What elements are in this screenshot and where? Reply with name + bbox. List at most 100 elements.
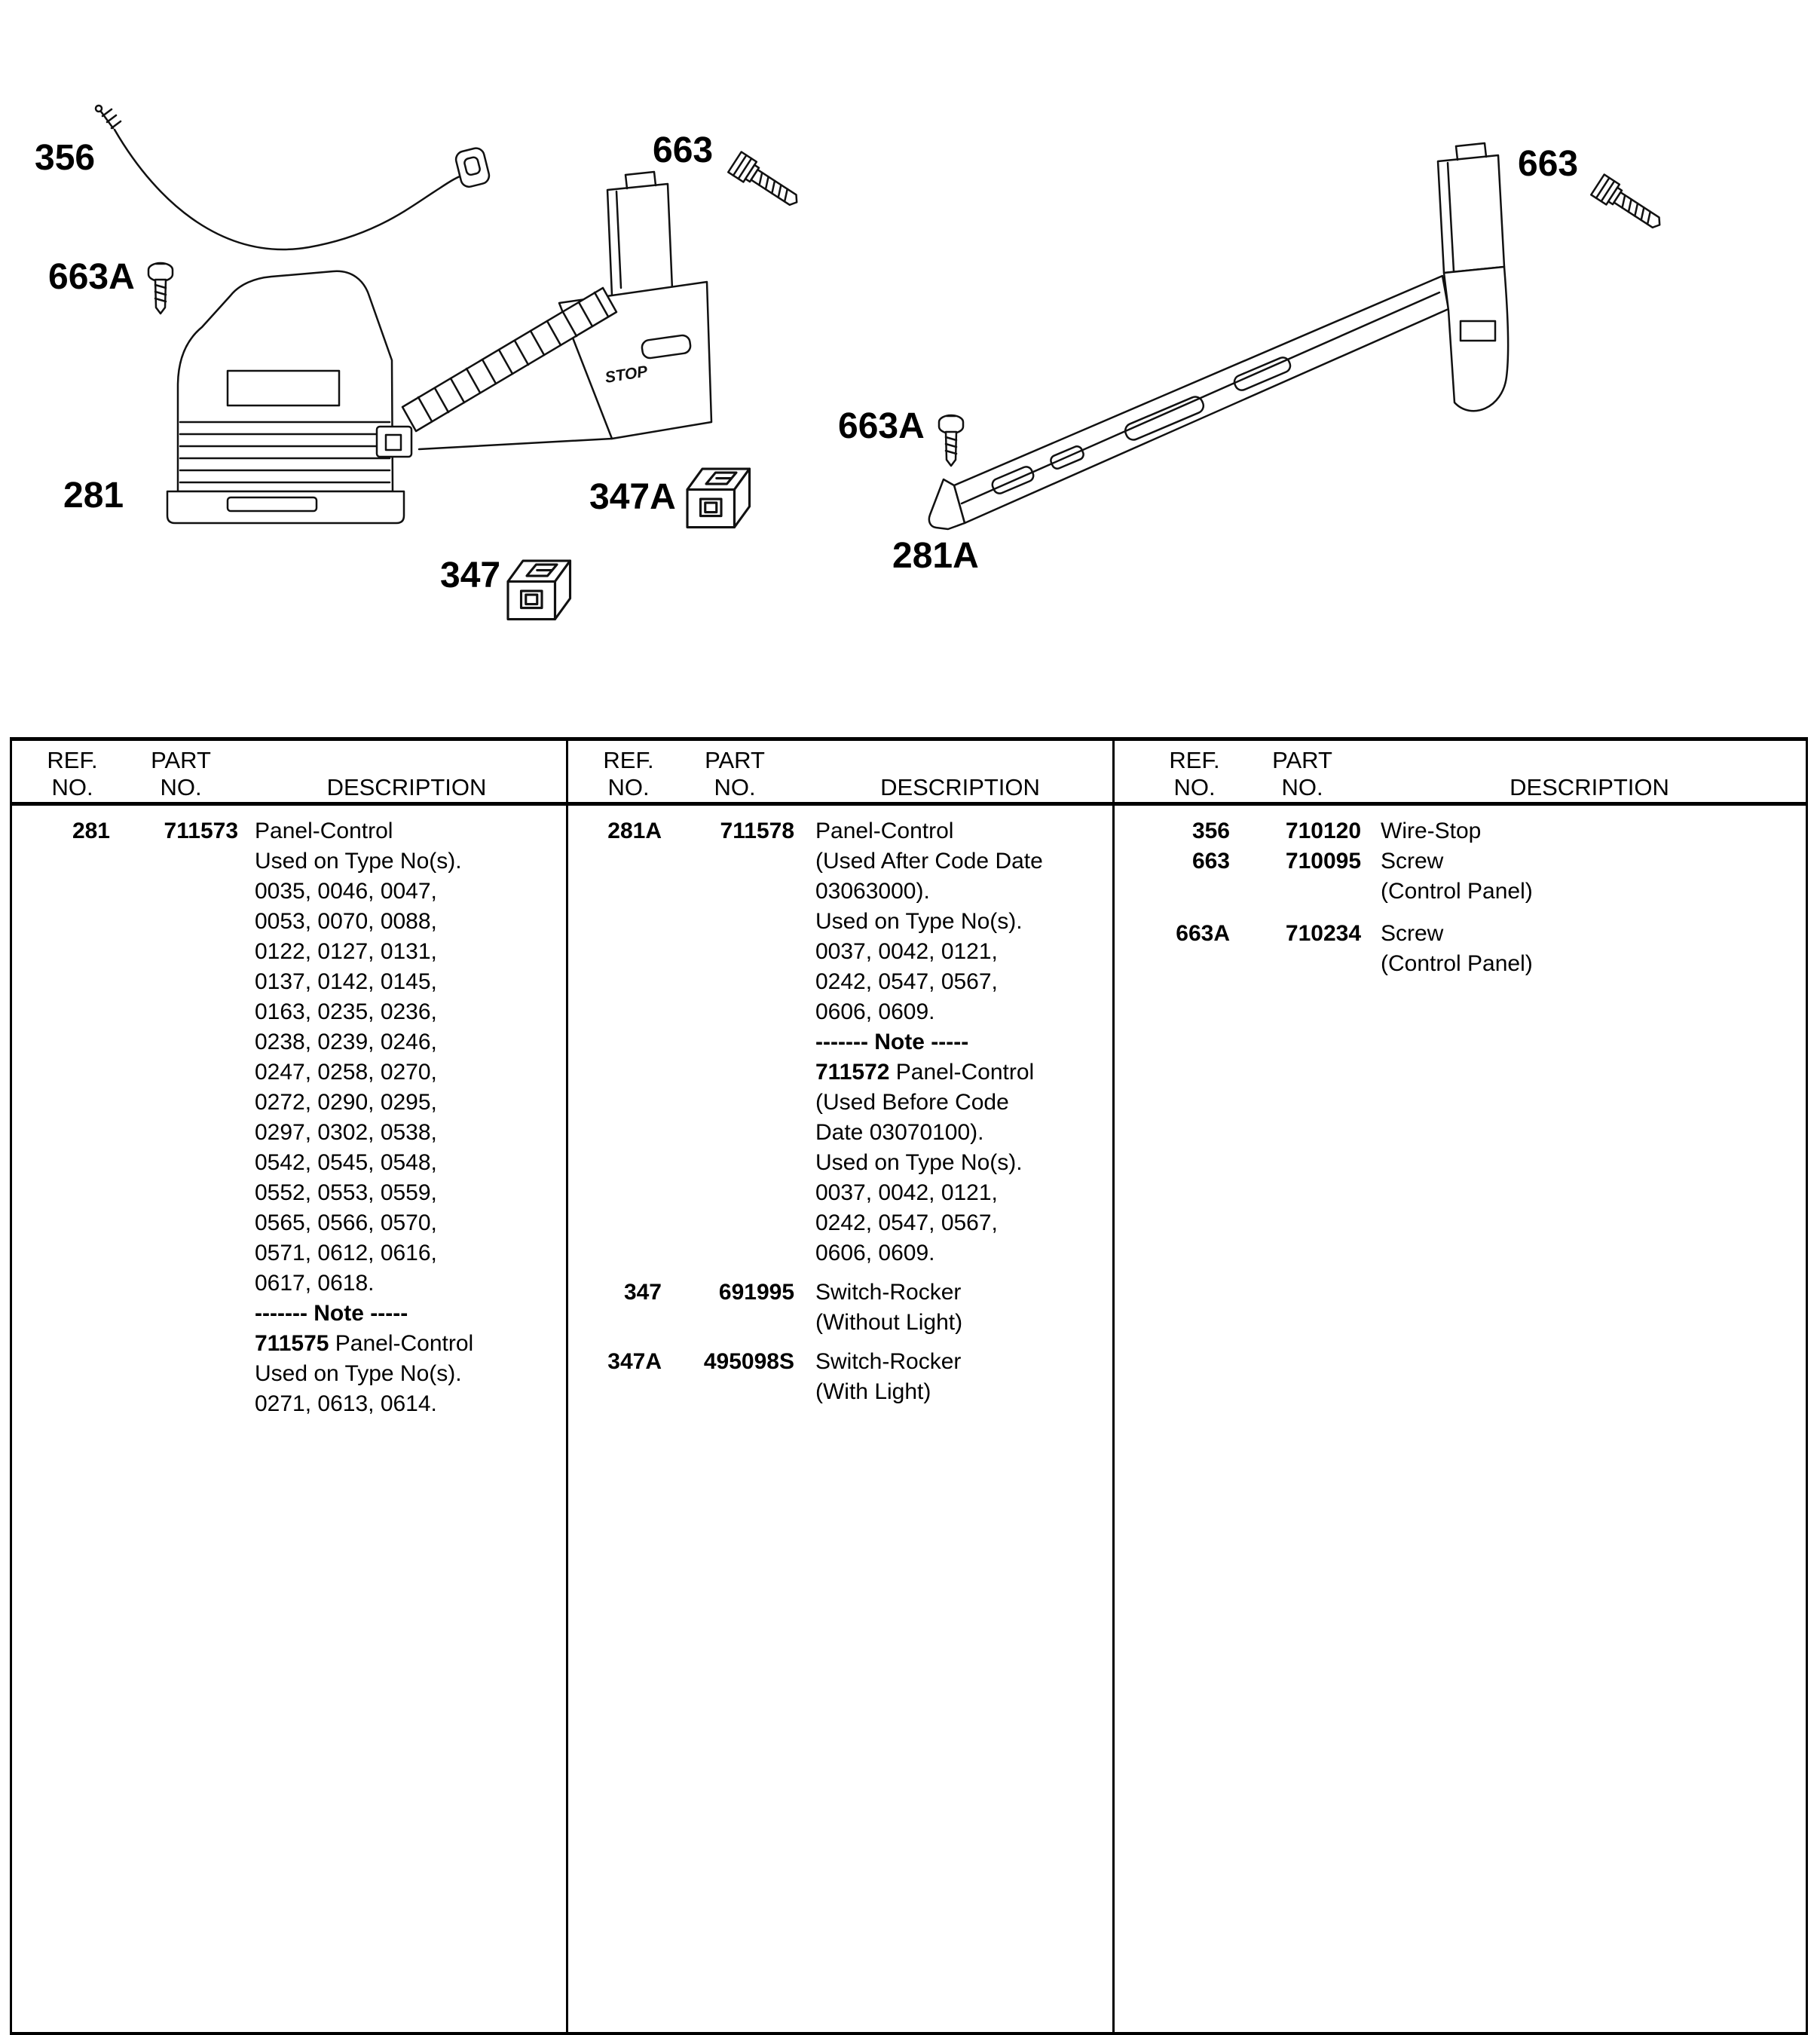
control-panel-281a-art	[928, 142, 1510, 531]
header-ref-no: NO.	[1173, 774, 1216, 800]
table-body: 281A 711578 Panel-Control (Used After Code …	[568, 806, 1112, 1407]
ref-no: 347A	[607, 1349, 662, 1374]
description-line: 0552, 0553, 0559,	[255, 1180, 437, 1205]
description-line: ------- Note -----	[815, 1030, 969, 1054]
description-line: Wire-Stop	[1381, 819, 1482, 843]
ref-no: 356	[1191, 819, 1230, 843]
header-ref: REF.	[1169, 747, 1220, 773]
control-panel-281-art: STOP	[401, 170, 713, 451]
header-ref: REF.	[603, 747, 654, 773]
description-line: Switch-Rocker	[815, 1280, 962, 1305]
callout-663-center: 663	[653, 130, 714, 170]
parts-row: 347A 495098S Switch-Rocker (With Light)	[568, 1347, 1112, 1407]
description-line: Panel-Control	[815, 819, 954, 843]
header-ref-no: NO.	[51, 774, 93, 800]
description-line: 0122, 0127, 0131,	[255, 939, 437, 964]
wire-stop-art	[94, 104, 491, 251]
description-line: 0053, 0070, 0088,	[255, 909, 437, 934]
description-line: (Without Light)	[815, 1310, 963, 1335]
screw-663-right-art	[1590, 173, 1668, 237]
ref-no: 663	[1191, 849, 1230, 874]
description-line: 0542, 0545, 0548,	[255, 1150, 437, 1175]
description: Switch-Rocker (Without Light)	[815, 1278, 1105, 1338]
description-line: (Used Before Code	[815, 1090, 1009, 1115]
header-part: PART	[705, 747, 765, 773]
description-line: 03063000).	[815, 879, 930, 904]
description-line: (Control Panel)	[1381, 951, 1533, 976]
description-line: Used on Type No(s).	[815, 1150, 1023, 1175]
callout-356: 356	[35, 138, 96, 178]
part-no: 710120	[1285, 819, 1361, 843]
header-part: PART	[151, 747, 211, 773]
table-column-2: REF. PART NO. NO. DESCRIPTION 281A 711578…	[568, 741, 1112, 2032]
callout-347: 347	[440, 555, 501, 595]
description-line: 0571, 0612, 0616,	[255, 1241, 437, 1265]
description-line: 0037, 0042, 0121,	[815, 939, 998, 964]
callout-281: 281	[63, 476, 124, 516]
part-no: 710095	[1285, 849, 1361, 874]
table-header: REF. PART NO. NO. DESCRIPTION	[568, 741, 1112, 806]
description-line: 0242, 0547, 0567,	[815, 1210, 998, 1235]
header-ref: REF.	[47, 747, 98, 773]
description: Screw (Control Panel)	[1381, 919, 1798, 979]
description-line: Used on Type No(s).	[255, 1361, 462, 1386]
table-header: REF. PART NO. NO. DESCRIPTION	[12, 741, 566, 806]
description-line: Screw	[1381, 921, 1444, 946]
parts-row: 356 710120 Wire-Stop	[1115, 816, 1806, 846]
description-line: 0035, 0046, 0047,	[255, 879, 437, 904]
header-part-no: NO.	[1281, 774, 1323, 800]
description: Switch-Rocker (With Light)	[815, 1347, 1105, 1407]
table-column-divider	[566, 741, 568, 2032]
callout-347a: 347A	[589, 477, 676, 517]
diagram-line-art: STOP	[94, 104, 1668, 621]
description-line: Used on Type No(s).	[815, 909, 1023, 934]
description: Screw (Control Panel)	[1381, 846, 1798, 907]
callout-281a: 281A	[892, 536, 979, 576]
screw-663a-left-art	[147, 262, 174, 315]
description-line: 0242, 0547, 0567,	[815, 969, 998, 994]
description-line: Screw	[1381, 849, 1444, 874]
description-line: 0272, 0290, 0295,	[255, 1090, 437, 1115]
description-line: (Control Panel)	[1381, 879, 1533, 904]
table-column-divider	[1112, 741, 1115, 2032]
screw-663a-right-art	[938, 414, 965, 467]
exploded-parts-diagram: STOP	[0, 0, 1820, 739]
header-ref-no: NO.	[607, 774, 650, 800]
description-line: (Used After Code Date	[815, 849, 1043, 874]
ref-no: 281	[72, 819, 110, 843]
description: Wire-Stop	[1381, 816, 1798, 846]
part-no: 691995	[718, 1280, 794, 1305]
callout-663-right: 663	[1518, 144, 1579, 184]
description-line: 0606, 0609.	[815, 1241, 935, 1265]
description-line: 0617, 0618.	[255, 1271, 375, 1296]
description-line: 0037, 0042, 0121,	[815, 1180, 998, 1205]
screw-663-center-art	[727, 151, 805, 214]
header-description: DESCRIPTION	[1510, 774, 1669, 800]
description-line: 0137, 0142, 0145,	[255, 969, 437, 994]
part-no: 711573	[164, 819, 238, 843]
ref-no: 663A	[1176, 921, 1230, 946]
description-line: 0606, 0609.	[815, 999, 935, 1024]
description-line: 0247, 0258, 0270,	[255, 1060, 437, 1085]
description-line: Switch-Rocker	[815, 1349, 962, 1374]
description-line: Panel-Control	[255, 819, 393, 843]
part-no: 495098S	[703, 1349, 794, 1374]
header-part-no: NO.	[714, 774, 756, 800]
part-no: 711578	[720, 819, 794, 843]
description-line: 711575 Panel-Control	[255, 1331, 474, 1356]
switch-347a-art	[686, 467, 751, 529]
ref-no: 281A	[607, 819, 662, 843]
description-line: 0297, 0302, 0538,	[255, 1120, 437, 1145]
description-line: 0565, 0566, 0570,	[255, 1210, 437, 1235]
header-part-no: NO.	[160, 774, 202, 800]
table-column-1: REF. PART NO. NO. DESCRIPTION 281 711573 P…	[12, 741, 566, 2032]
callout-663a-right: 663A	[838, 406, 925, 446]
description-line: (With Light)	[815, 1379, 931, 1404]
description-line: ------- Note -----	[255, 1301, 408, 1326]
parts-table: REF. PART NO. NO. DESCRIPTION 281 711573 P…	[10, 737, 1808, 2035]
